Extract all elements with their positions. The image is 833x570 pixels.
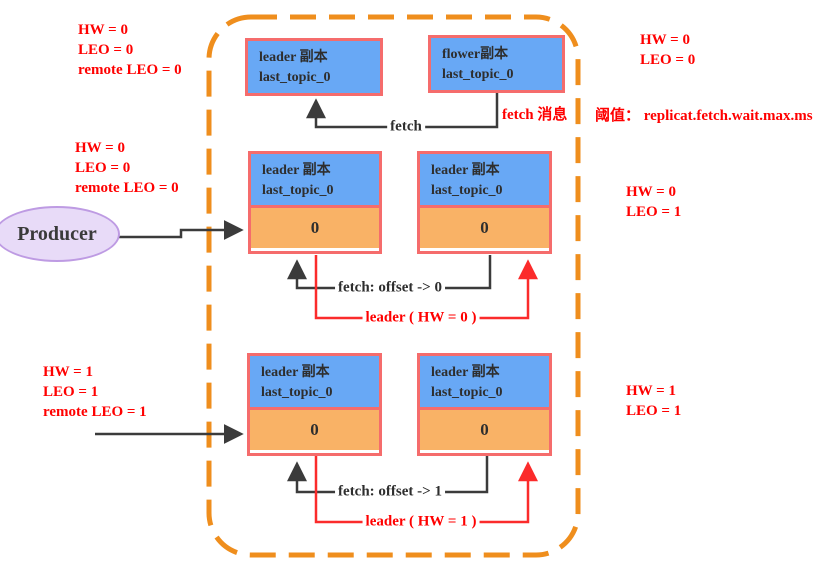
remote-leo-line: remote LEO = 0 (75, 180, 179, 196)
log-offset-cell: 0 (250, 410, 379, 450)
leader-replica-box-row1: leader 副本 last_topic_0 (245, 38, 383, 96)
log-offset-cell: 0 (251, 208, 379, 248)
fetch-offset-label-mid: fetch: offset -> 0 (335, 279, 445, 297)
fetch-label-top: fetch (387, 118, 425, 136)
leo-line: LEO = 1 (43, 384, 99, 400)
state-mid-left: HW = 0 LEO = 0 remote LEO = 0 (75, 138, 179, 198)
leader-replica-box-row3-left: leader 副本 last_topic_0 0 (247, 353, 382, 456)
log-offset-cell: 0 (420, 410, 549, 450)
replica-topic: last_topic_0 (431, 183, 503, 198)
leo-line: LEO = 1 (626, 403, 682, 419)
replica-topic: last_topic_0 (261, 385, 333, 400)
leader-replica-box-row2-left: leader 副本 last_topic_0 0 (248, 151, 382, 254)
hw-line: HW = 0 (78, 22, 128, 38)
leo-line: LEO = 0 (78, 42, 134, 58)
remote-leo-line: remote LEO = 1 (43, 404, 147, 420)
state-bottom-left: HW = 1 LEO = 1 remote LEO = 1 (43, 362, 147, 422)
replica-title: leader 副本 (431, 365, 500, 380)
follower-replica-box-row1: flower副本 last_topic_0 (428, 35, 565, 93)
state-top-left: HW = 0 LEO = 0 remote LEO = 0 (78, 20, 182, 80)
state-mid-right: HW = 0 LEO = 1 (626, 182, 681, 222)
hw-line: HW = 1 (626, 383, 676, 399)
replica-topic: last_topic_0 (259, 70, 331, 85)
replica-title: leader 副本 (259, 50, 328, 65)
fetch-message-note: fetch 消息 (502, 107, 568, 123)
replica-title: leader 副本 (261, 365, 330, 380)
leo-line: LEO = 1 (626, 204, 682, 220)
log-offset-cell: 0 (420, 208, 549, 248)
leader-hw-label-mid: leader ( HW = 0 ) (362, 309, 480, 327)
remote-leo-line: remote LEO = 0 (78, 62, 182, 78)
follower-replica-box-row3-right: leader 副本 last_topic_0 0 (417, 353, 552, 456)
state-bottom-right: HW = 1 LEO = 1 (626, 381, 681, 421)
replica-title: leader 副本 (431, 163, 500, 178)
hw-line: HW = 0 (75, 140, 125, 156)
state-top-right: HW = 0 LEO = 0 (640, 30, 695, 70)
producer-arrow (119, 220, 244, 240)
cluster-dashed-boundary (206, 14, 581, 558)
replica-title: flower副本 (442, 47, 509, 62)
replica-topic: last_topic_0 (262, 183, 334, 198)
replica-topic: last_topic_0 (431, 385, 503, 400)
fetch-offset-label-bottom: fetch: offset -> 1 (335, 483, 445, 501)
follower-replica-box-row2-right: leader 副本 last_topic_0 0 (417, 151, 552, 254)
hw-line: HW = 0 (626, 184, 676, 200)
replica-topic: last_topic_0 (442, 67, 514, 82)
replica-title: leader 副本 (262, 163, 331, 178)
leo-line: LEO = 0 (75, 160, 131, 176)
leader-hw-label-bottom: leader ( HW = 1 ) (362, 513, 480, 531)
threshold-note: 阈值： replicat.fetch.wait.max.ms (595, 108, 813, 124)
hw-line: HW = 1 (43, 364, 93, 380)
producer-node: Producer (0, 206, 120, 262)
leo-line: LEO = 0 (640, 52, 696, 68)
hw-line: HW = 0 (640, 32, 690, 48)
